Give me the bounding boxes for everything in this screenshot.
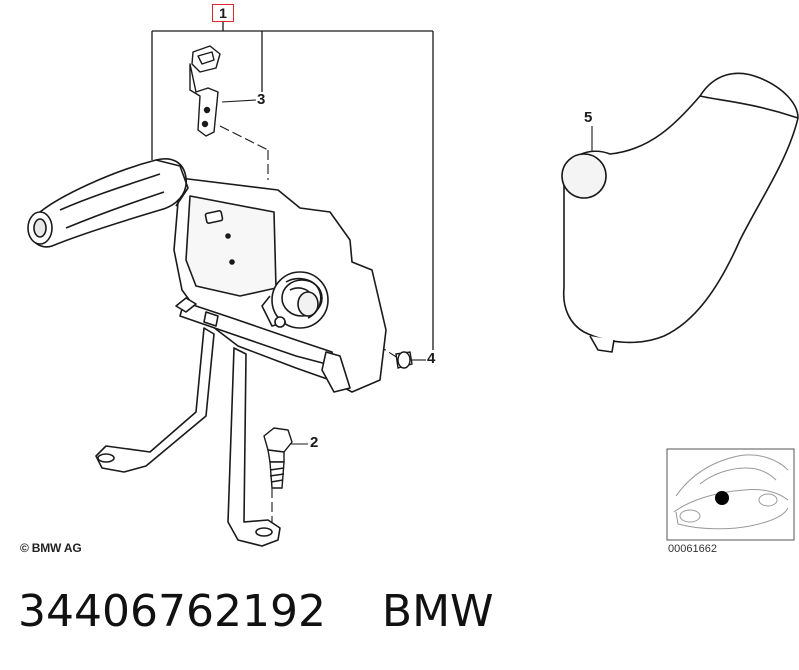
rivet-part-4 [395, 351, 413, 369]
callout-2: 2 [310, 434, 319, 451]
callout-5: 5 [584, 109, 593, 126]
brand-name: BMW [381, 586, 494, 637]
leader-lines [219, 99, 593, 525]
diagram-code: 00061662 [668, 543, 717, 555]
handbrake-lever-part-1 [27, 158, 387, 547]
hex-bolt-part-2 [263, 427, 293, 489]
part-caption: 34406762192 BMW [18, 586, 494, 637]
callout-1-bracket [151, 22, 434, 350]
part-number: 34406762192 [18, 586, 326, 637]
callout-4: 4 [427, 350, 436, 367]
locator-thumbnail [666, 448, 795, 541]
bracket-clip-part-3 [189, 45, 221, 137]
handbrake-boot-part-5 [561, 72, 799, 353]
callout-3: 3 [257, 91, 266, 108]
copyright-notice: © BMW AG [20, 541, 82, 555]
locator-dot [715, 491, 729, 505]
callout-1: 1 [212, 4, 234, 22]
